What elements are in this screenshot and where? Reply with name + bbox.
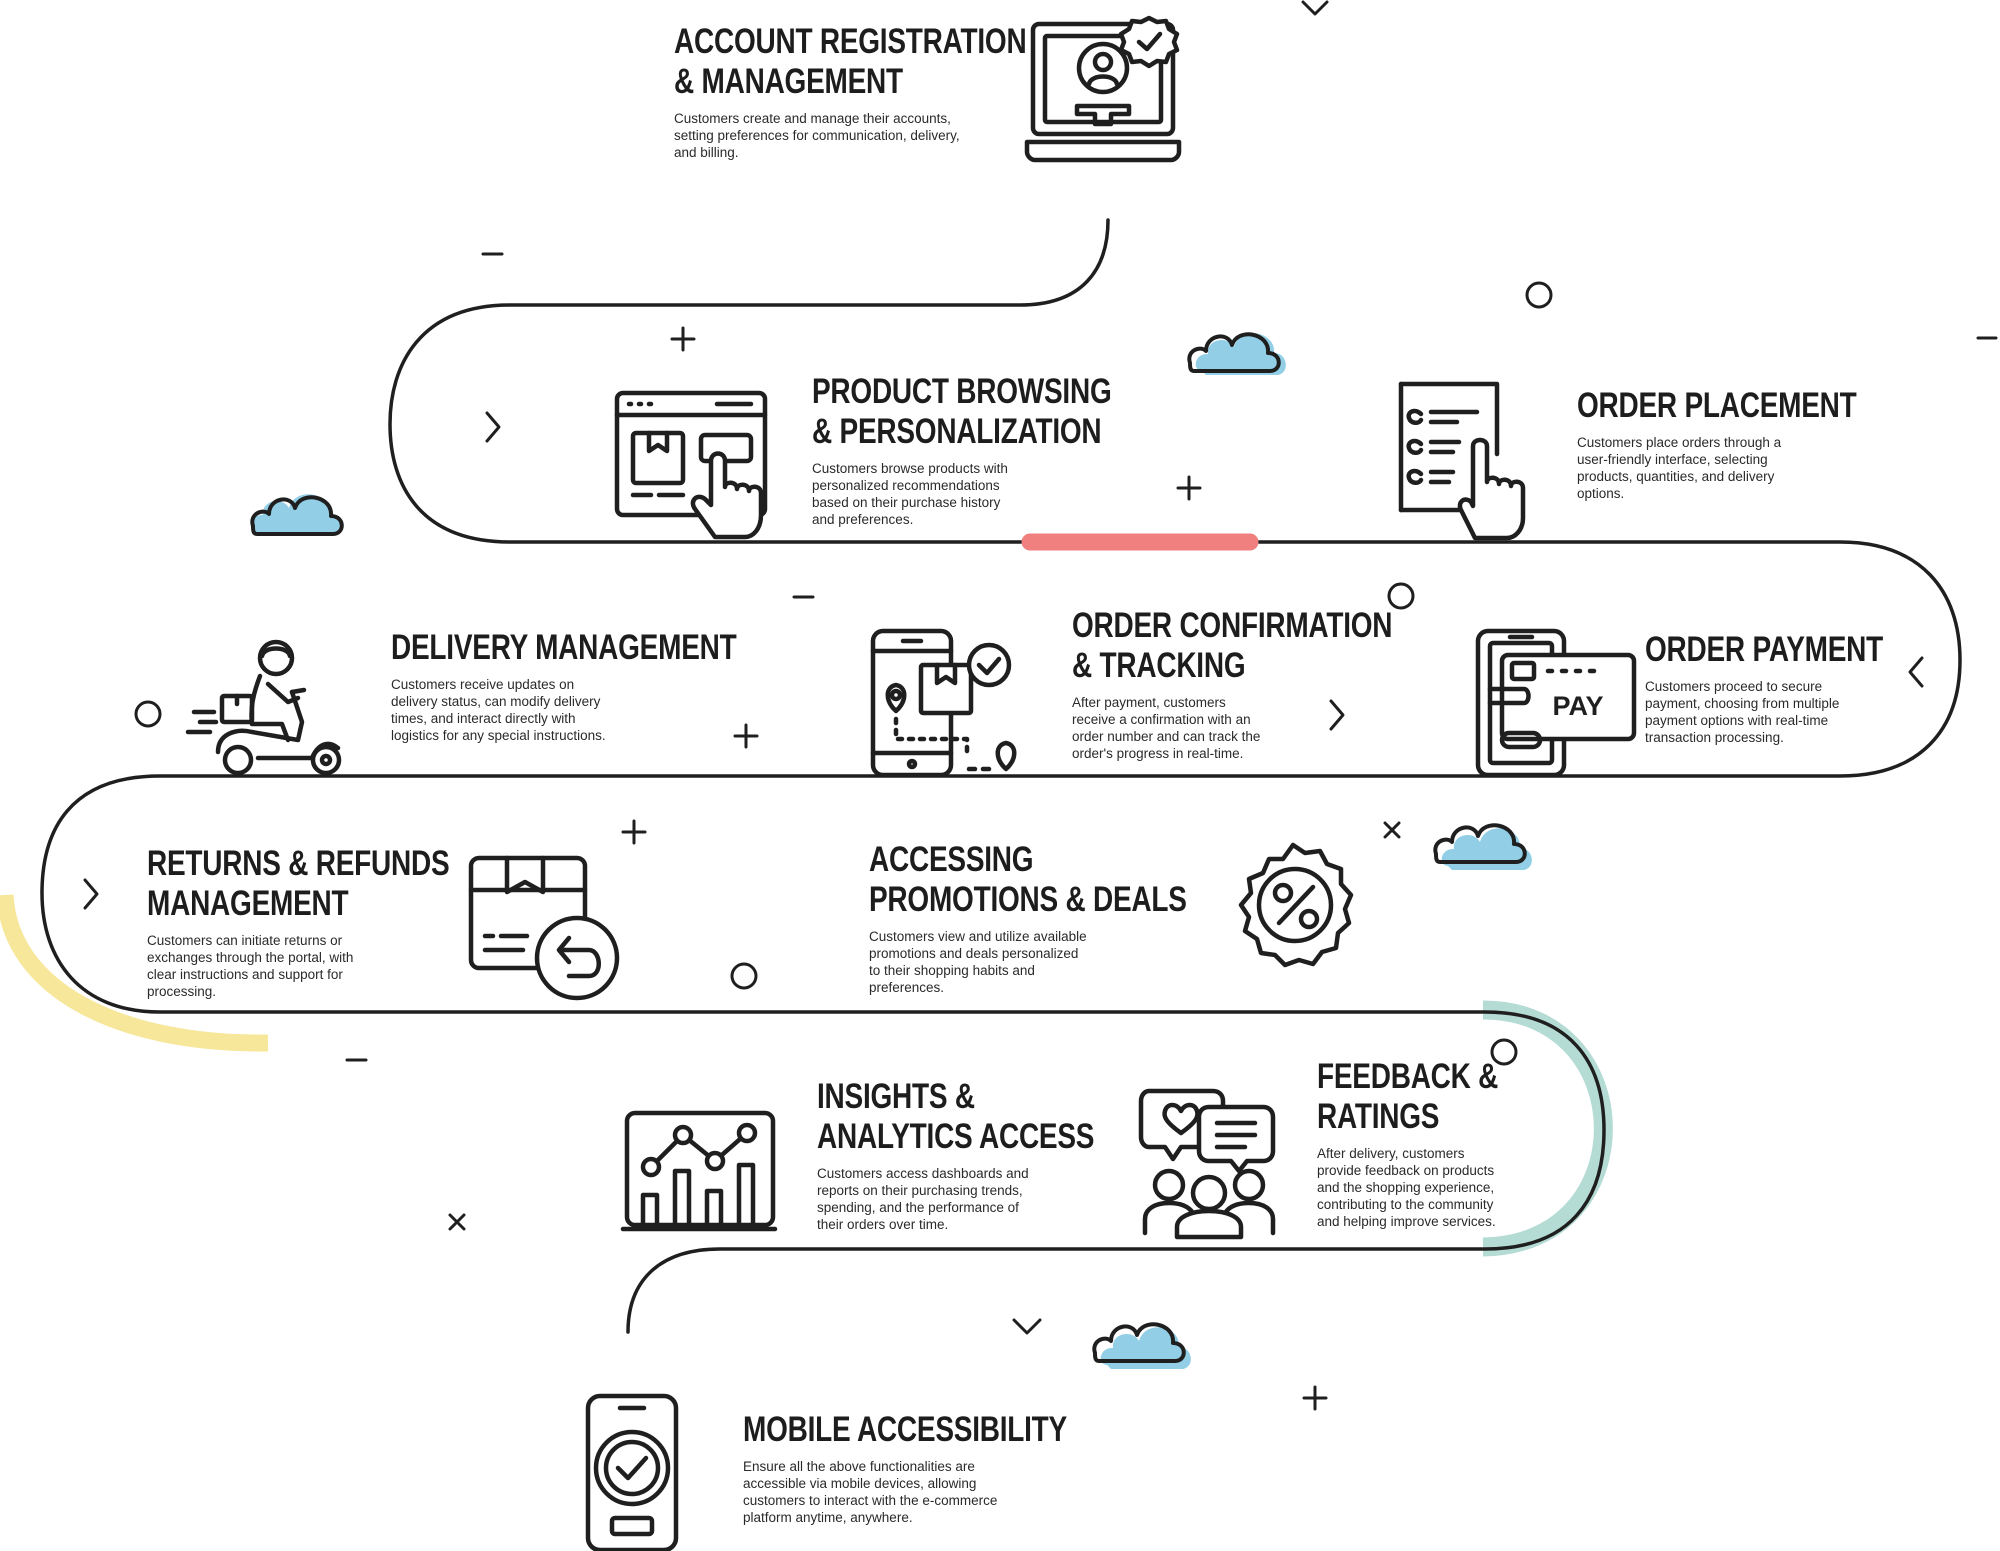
step-title: PRODUCT BROWSING & PERSONALIZATION [812, 372, 1112, 451]
step-description: After delivery, customers provide feedba… [1317, 1146, 1496, 1229]
chevron-down-icon [1012, 1318, 1042, 1335]
step-title: ORDER CONFIRMATION & TRACKING [1072, 606, 1393, 685]
circle-mark [1525, 281, 1553, 309]
circle-mark [730, 962, 758, 990]
step-description: Customers view and utilize available pro… [869, 929, 1087, 995]
chevron-right-icon [485, 411, 501, 443]
plus-mark [1176, 475, 1202, 501]
scooter-courier-icon [185, 639, 342, 776]
yellow-accent-arc [0, 894, 269, 1052]
box-return-icon [468, 855, 620, 1001]
step-description: Customers create and manage their accoun… [674, 111, 960, 160]
step-title: DELIVERY MANAGEMENT [391, 628, 737, 667]
step-order-payment: ORDER PAYMENT Customers proceed to secur… [1645, 630, 2000, 746]
step-description: Customers proceed to secure payment, cho… [1645, 679, 1840, 745]
feedback-group-icon [1138, 1088, 1276, 1240]
plus-mark [733, 723, 759, 749]
chevron-right-icon [1329, 699, 1345, 731]
step-account-registration: ACCOUNT REGISTRATION & MANAGEMENT Custom… [674, 22, 1154, 161]
step-title: INSIGHTS & ANALYTICS ACCESS [817, 1077, 1095, 1156]
browser-click-icon [614, 390, 768, 540]
x-mark [448, 1213, 466, 1231]
plus-mark [1302, 1385, 1328, 1411]
plus-mark [670, 326, 696, 352]
step-promotions-deals: ACCESSING PROMOTIONS & DEALS Customers v… [869, 840, 1349, 996]
step-description: After payment, customers receive a confi… [1072, 695, 1261, 761]
step-title: ORDER PAYMENT [1645, 630, 1884, 669]
step-order-placement: ORDER PLACEMENT Customers place orders t… [1577, 386, 2000, 502]
step-returns-refunds: RETURNS & REFUNDS MANAGEMENT Customers c… [147, 844, 627, 1000]
checklist-tap-icon [1398, 381, 1526, 541]
step-mobile-accessibility: MOBILE ACCESSIBILITY Ensure all the abov… [743, 1410, 1223, 1526]
cloud-icon [1187, 332, 1286, 375]
step-title: FEEDBACK & RATINGS [1317, 1057, 1499, 1136]
cloud-icon [250, 494, 344, 536]
chevron-left-icon [1908, 656, 1924, 688]
circle-mark [1490, 1038, 1518, 1066]
step-description: Customers can initiate returns or exchan… [147, 933, 354, 999]
chevron-right-icon [83, 878, 99, 910]
phone-tracking-icon [870, 628, 1017, 778]
step-product-browsing: PRODUCT BROWSING & PERSONALIZATION Custo… [812, 372, 1292, 528]
plus-mark [621, 819, 647, 845]
step-title: RETURNS & REFUNDS MANAGEMENT [147, 844, 450, 923]
step-delivery-management: DELIVERY MANAGEMENT Customers receive up… [391, 628, 871, 744]
step-order-confirmation: ORDER CONFIRMATION & TRACKING After paym… [1072, 606, 1552, 762]
circle-mark [134, 700, 162, 728]
journey-path [40, 218, 1962, 1334]
analytics-chart-icon [620, 1110, 778, 1232]
step-title: ACCOUNT REGISTRATION & MANAGEMENT [674, 22, 1027, 101]
pay-label: PAY [1552, 691, 1603, 721]
chevron-down-icon [1301, 0, 1329, 16]
step-description: Customers access dashboards and reports … [817, 1166, 1029, 1232]
step-title: ORDER PLACEMENT [1577, 386, 1857, 425]
laptop-user-check-icon [1024, 15, 1182, 163]
step-description: Customers receive updates on delivery st… [391, 677, 606, 743]
cloud-icon [1092, 1322, 1191, 1369]
step-description: Customers place orders through a user-fr… [1577, 435, 1782, 501]
circle-mark [1387, 582, 1415, 610]
phone-pay-icon [1475, 628, 1637, 778]
mobile-check-icon [585, 1393, 679, 1551]
step-title: MOBILE ACCESSIBILITY [743, 1410, 1067, 1449]
step-description: Customers browse products with personali… [812, 461, 1008, 527]
percent-badge-icon [1238, 842, 1354, 968]
step-insights-analytics: INSIGHTS & ANALYTICS ACCESS Customers ac… [817, 1077, 1297, 1233]
step-title: ACCESSING PROMOTIONS & DEALS [869, 840, 1187, 919]
cloud-icon [1433, 823, 1532, 870]
step-description: Ensure all the above functionalities are… [743, 1459, 998, 1525]
step-feedback-ratings: FEEDBACK & RATINGS After delivery, custo… [1317, 1057, 1797, 1230]
x-mark [1383, 821, 1401, 839]
